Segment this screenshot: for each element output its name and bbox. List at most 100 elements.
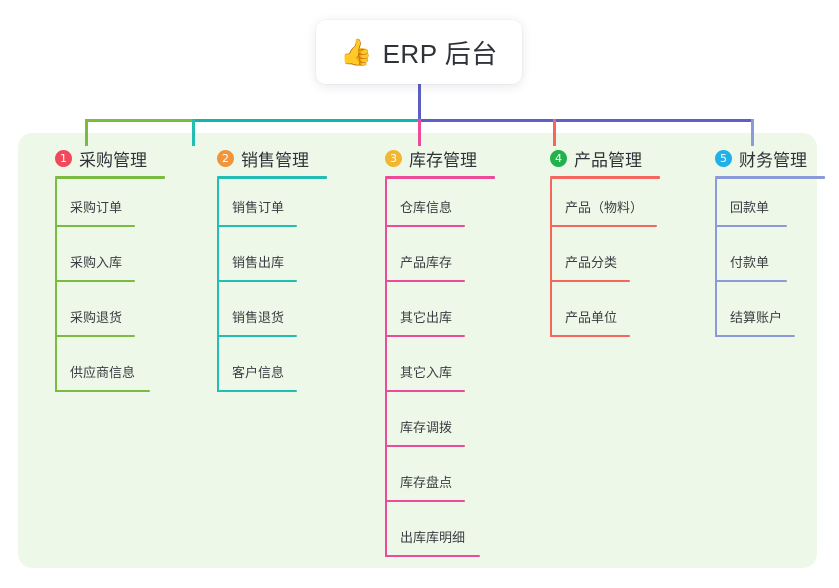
list-item[interactable]: 产品分类: [531, 234, 660, 289]
branch-stub-4: [553, 119, 556, 146]
branch-badge-5: 5: [715, 149, 732, 167]
trunk-teal-segment: [192, 119, 418, 122]
branch-badge-1: 1: [55, 149, 72, 167]
branch-rule-4: [550, 176, 660, 179]
branch-item-label: 付款单: [730, 255, 770, 270]
branch-item-label: 库存盘点: [400, 475, 453, 490]
list-item[interactable]: 产品库存: [366, 234, 495, 289]
branch-item-rule: [385, 335, 465, 337]
branch-item-label: 客户信息: [232, 365, 285, 380]
branch-badge-2: 2: [217, 149, 234, 167]
branch-item-rule: [385, 225, 465, 227]
branch-item-rule: [550, 225, 657, 227]
branch-rule-2: [217, 176, 327, 179]
trunk-green-segment: [85, 119, 192, 122]
branch-items-1: 采购订单采购入库采购退货供应商信息: [36, 179, 165, 399]
branch-header-2[interactable]: 2 销售管理: [198, 145, 327, 171]
branch-header-1[interactable]: 1 采购管理: [36, 145, 165, 171]
branch-rule-5: [715, 176, 825, 179]
branch-3[interactable]: 3 库存管理仓库信息产品库存其它出库其它入库库存调拨库存盘点出库库明细: [366, 145, 495, 564]
list-item[interactable]: 销售出库: [198, 234, 327, 289]
branch-rule-3: [385, 176, 495, 179]
list-item[interactable]: 采购订单: [36, 179, 165, 234]
branch-badge-3: 3: [385, 149, 402, 167]
branch-item-rule: [217, 225, 297, 227]
list-item[interactable]: 采购退货: [36, 289, 165, 344]
list-item[interactable]: 库存调拨: [366, 399, 495, 454]
list-item[interactable]: 销售退货: [198, 289, 327, 344]
branch-spine-2: [217, 179, 219, 392]
branch-item-rule: [550, 280, 630, 282]
root-node[interactable]: 👍 ERP 后台: [316, 20, 522, 84]
list-item[interactable]: 销售订单: [198, 179, 327, 234]
branch-item-rule: [385, 390, 465, 392]
branch-item-rule: [55, 225, 135, 227]
branch-item-rule: [385, 280, 465, 282]
branch-stub-3: [418, 119, 421, 146]
branch-stub-1: [85, 119, 88, 146]
branch-items-5: 回款单付款单结算账户: [696, 179, 825, 344]
list-item[interactable]: 其它出库: [366, 289, 495, 344]
branch-item-label: 采购入库: [70, 255, 123, 270]
branch-item-rule: [385, 500, 465, 502]
branch-items-2: 销售订单销售出库销售退货客户信息: [198, 179, 327, 399]
list-item[interactable]: 供应商信息: [36, 344, 165, 399]
branch-spine-4: [550, 179, 552, 337]
branch-label-3: 库存管理: [409, 150, 477, 170]
branch-item-label: 产品库存: [400, 255, 453, 270]
branch-item-label: 采购订单: [70, 200, 123, 215]
list-item[interactable]: 付款单: [696, 234, 825, 289]
branch-item-label: 库存调拨: [400, 420, 453, 435]
branch-item-rule: [55, 390, 150, 392]
branch-item-rule: [715, 225, 787, 227]
branch-2[interactable]: 2 销售管理销售订单销售出库销售退货客户信息: [198, 145, 327, 399]
branch-item-label: 销售订单: [232, 200, 285, 215]
list-item[interactable]: 仓库信息: [366, 179, 495, 234]
branch-item-rule: [217, 280, 297, 282]
diagram-canvas: [18, 133, 817, 568]
list-item[interactable]: 其它入库: [366, 344, 495, 399]
branch-spine-3: [385, 179, 387, 557]
list-item[interactable]: 回款单: [696, 179, 825, 234]
branch-item-label: 产品分类: [565, 255, 618, 270]
list-item[interactable]: 出库库明细: [366, 509, 495, 564]
list-item[interactable]: 产品（物料）: [531, 179, 660, 234]
branch-items-3: 仓库信息产品库存其它出库其它入库库存调拨库存盘点出库库明细: [366, 179, 495, 564]
list-item[interactable]: 采购入库: [36, 234, 165, 289]
branch-item-label: 产品（物料）: [565, 200, 644, 215]
branch-spine-1: [55, 179, 57, 392]
branch-item-label: 其它入库: [400, 365, 453, 380]
branch-item-rule: [55, 335, 135, 337]
branch-1[interactable]: 1 采购管理采购订单采购入库采购退货供应商信息: [36, 145, 165, 399]
branch-item-label: 采购退货: [70, 310, 123, 325]
list-item[interactable]: 结算账户: [696, 289, 825, 344]
branch-item-label: 供应商信息: [70, 365, 136, 380]
root-stem-connector: [418, 84, 421, 122]
branch-item-rule: [715, 280, 787, 282]
branch-item-rule: [385, 555, 480, 557]
list-item[interactable]: 产品单位: [531, 289, 660, 344]
list-item[interactable]: 库存盘点: [366, 454, 495, 509]
branch-item-label: 销售退货: [232, 310, 285, 325]
branch-stub-5: [751, 119, 754, 146]
branch-item-label: 销售出库: [232, 255, 285, 270]
branch-header-3[interactable]: 3 库存管理: [366, 145, 495, 171]
branch-item-rule: [550, 335, 630, 337]
branch-item-label: 回款单: [730, 200, 770, 215]
branch-items-4: 产品（物料） 产品分类产品单位: [531, 179, 660, 344]
branch-item-rule: [715, 335, 795, 337]
branch-label-1: 采购管理: [79, 150, 147, 170]
thumbs-up-icon: 👍: [340, 37, 373, 67]
branch-item-label: 结算账户: [730, 310, 783, 325]
branch-item-label: 出库库明细: [400, 530, 466, 545]
branch-spine-5: [715, 179, 717, 337]
list-item[interactable]: 客户信息: [198, 344, 327, 399]
branch-rule-1: [55, 176, 165, 179]
branch-label-2: 销售管理: [241, 150, 309, 170]
branch-label-4: 产品管理: [574, 150, 642, 170]
